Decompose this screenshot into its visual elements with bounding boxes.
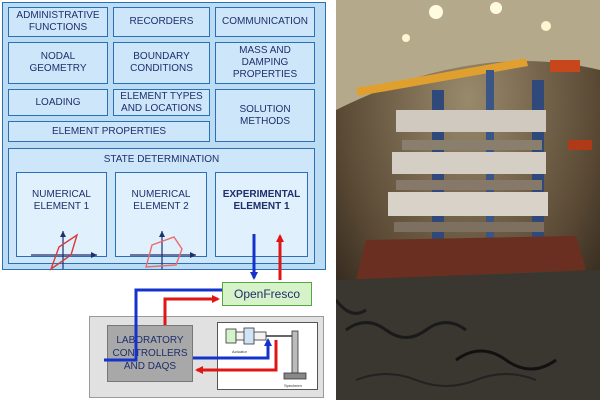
mass-damping-box: MASS AND DAMPING PROPERTIES	[215, 42, 315, 84]
numerical-element-1-box: NUMERICAL ELEMENT 1	[16, 172, 107, 271]
feedback-arrow-to-lab	[195, 340, 278, 374]
state-determination-title: STATE DETERMINATION	[103, 154, 220, 165]
command-arrow-to-actuator	[193, 338, 272, 360]
experimental-element-1-label: EXPERIMENTAL ELEMENT 1	[222, 189, 301, 212]
feedback-path-to-openfresco	[163, 295, 220, 325]
numerical-element-2-box: NUMERICAL ELEMENT 2	[115, 172, 207, 269]
solution-methods-box: SOLUTION METHODS	[215, 89, 315, 142]
boundary-conditions-box: BOUNDARY CONDITIONS	[113, 42, 210, 84]
command-path-to-lab	[104, 288, 222, 362]
nodal-geometry-box: NODAL GEOMETRY	[8, 42, 108, 84]
laboratory-controllers-box: LABORATORY CONTROLLERS AND DAQS	[107, 325, 193, 382]
hysteresis-plot-2	[130, 231, 196, 269]
numerical-element-1-label: NUMERICAL ELEMENT 1	[32, 189, 91, 212]
recorders-box: RECORDERS	[113, 7, 210, 37]
hysteresis-plot-1	[31, 231, 97, 271]
administrative-functions-box: ADMINISTRATIVE FUNCTIONS	[8, 7, 108, 37]
specimen-caption: Specimen	[284, 383, 302, 388]
laboratory-photo	[336, 0, 600, 400]
connection-arrows	[104, 234, 284, 374]
actuator-caption: Actuator	[232, 349, 248, 354]
test-setup-photo	[336, 0, 600, 400]
element-properties-box: ELEMENT PROPERTIES	[8, 121, 210, 142]
actuator-specimen-drawing: Actuator Specimen	[225, 327, 307, 388]
openfresco-box: OpenFresco	[222, 282, 312, 306]
loading-box: LOADING	[8, 89, 108, 116]
communication-box: COMMUNICATION	[215, 7, 315, 37]
experimental-element-1-box: EXPERIMENTAL ELEMENT 1	[215, 172, 308, 257]
numerical-element-2-label: NUMERICAL ELEMENT 2	[131, 189, 191, 212]
element-types-box: ELEMENT TYPES AND LOCATIONS	[113, 89, 210, 116]
